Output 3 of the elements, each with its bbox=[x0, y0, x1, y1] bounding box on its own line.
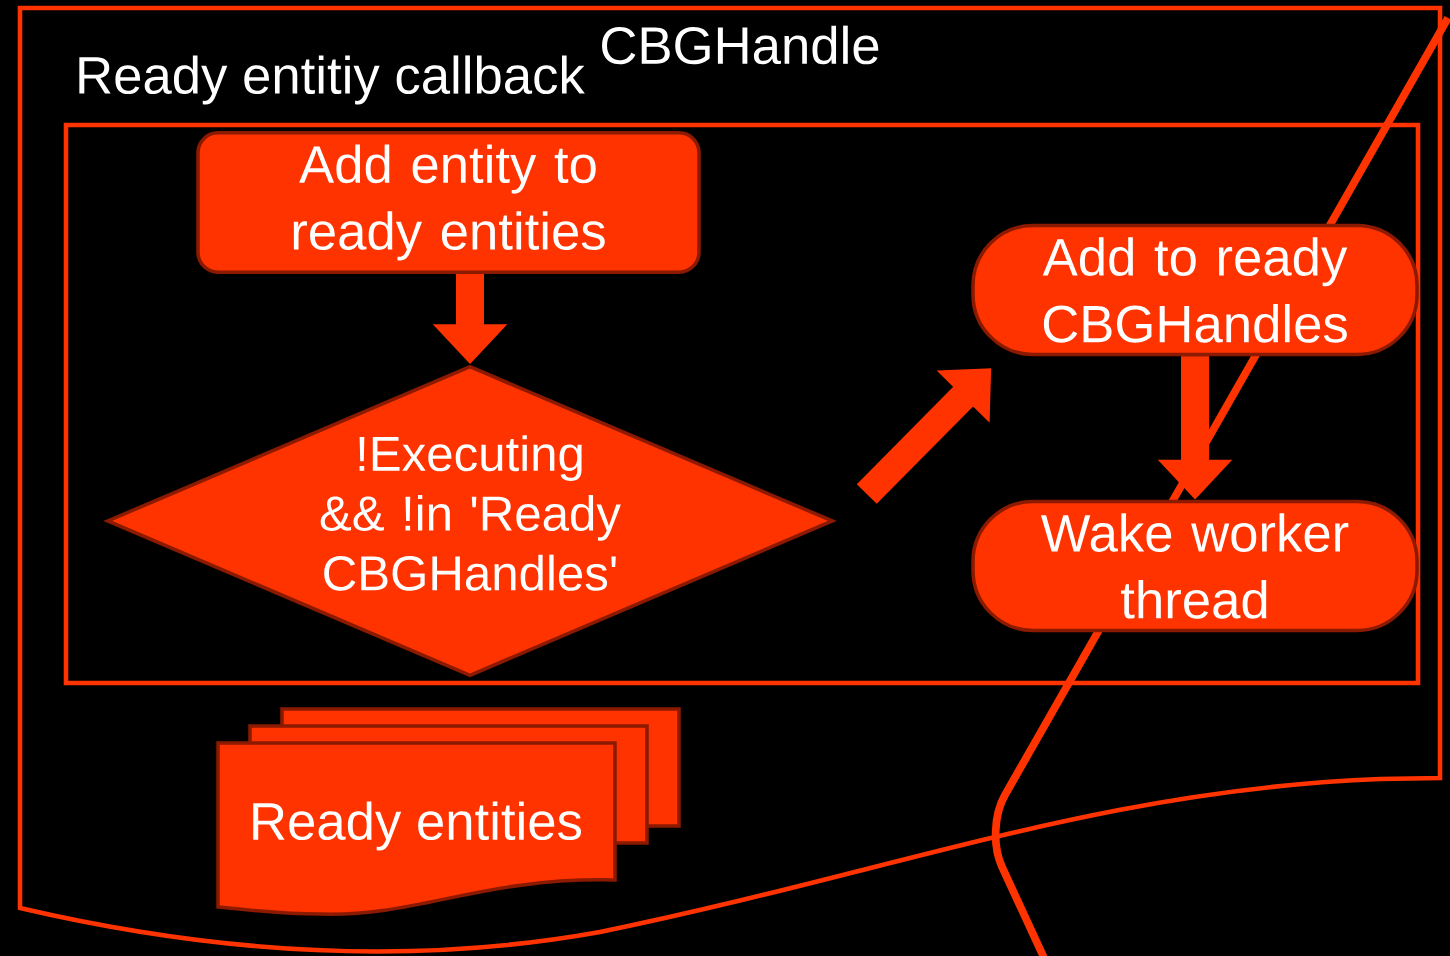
node-label: Ready entitiy callback bbox=[79, 55, 585, 105]
process-box: Add to ready CBGHandles bbox=[971, 223, 1419, 357]
process-box: Add entity to ready entities bbox=[196, 131, 701, 274]
